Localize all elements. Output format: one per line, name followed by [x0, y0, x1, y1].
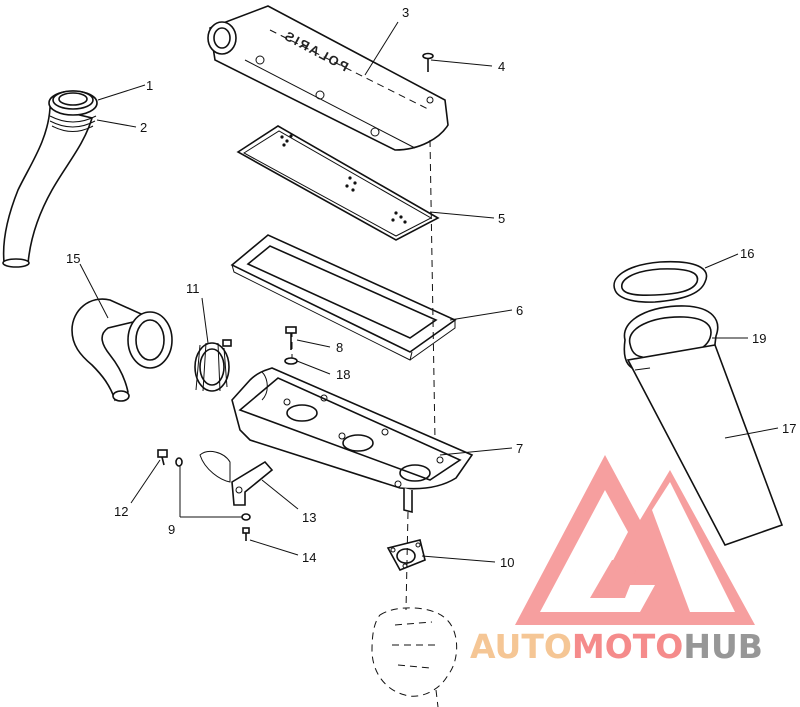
- washer-part-18: [284, 357, 298, 365]
- intake-boot-part: [71, 298, 173, 402]
- callout-14: 14: [302, 550, 316, 565]
- callout-7: 7: [516, 441, 523, 456]
- leader-lines: [79, 21, 779, 563]
- bracket-part: [199, 451, 274, 506]
- washer-part-9b: [241, 513, 251, 521]
- callout-12: 12: [114, 504, 128, 519]
- hose-clamp-part: [194, 339, 232, 392]
- screw-part-14: [242, 527, 250, 541]
- callout-labels: 1 2 3 4 5 6 7 8 9 10 11 12 13 14 15 16 1…: [66, 5, 796, 570]
- callout-3: 3: [402, 5, 409, 20]
- washer-part-9a: [175, 457, 183, 467]
- alignment-line: [429, 139, 436, 441]
- svg-text:AUTOMOTOHUB: AUTOMOTOHUB: [470, 627, 763, 666]
- callout-16: 16: [740, 246, 754, 261]
- bolt-part-12: [157, 449, 168, 466]
- callout-13: 13: [302, 510, 316, 525]
- callout-2: 2: [140, 120, 147, 135]
- callout-19: 19: [752, 331, 766, 346]
- callout-15: 15: [66, 251, 80, 266]
- gasket-frame-part: [230, 234, 457, 361]
- watermark-hub: HUB: [683, 627, 763, 666]
- airbox-base-part: [231, 367, 474, 514]
- callout-17: 17: [782, 421, 796, 436]
- watermark-logo: [515, 455, 755, 625]
- callout-5: 5: [498, 211, 505, 226]
- watermark-text: AUTOMOTOHUB: [470, 627, 763, 666]
- callout-9: 9: [168, 522, 175, 537]
- airbox-cover-part: POLARIS: [207, 5, 449, 151]
- screw-part-4: [422, 52, 434, 72]
- watermark-auto: AUTO: [470, 627, 572, 666]
- seal-ring-part-16: [613, 260, 708, 303]
- callout-1: 1: [146, 78, 153, 93]
- callout-11: 11: [186, 281, 200, 296]
- callout-4: 4: [498, 59, 505, 74]
- watermark-moto: MOTO: [572, 627, 683, 666]
- carburetor-outline: [371, 607, 458, 707]
- callout-8: 8: [336, 340, 343, 355]
- callout-18: 18: [336, 367, 350, 382]
- intake-tube-part-17: [626, 344, 784, 546]
- flange-gasket-part: [386, 511, 426, 611]
- callout-10: 10: [500, 555, 514, 570]
- callout-6: 6: [516, 303, 523, 318]
- hose-elbow-part: [2, 90, 98, 268]
- bolt-part-8: [285, 326, 297, 350]
